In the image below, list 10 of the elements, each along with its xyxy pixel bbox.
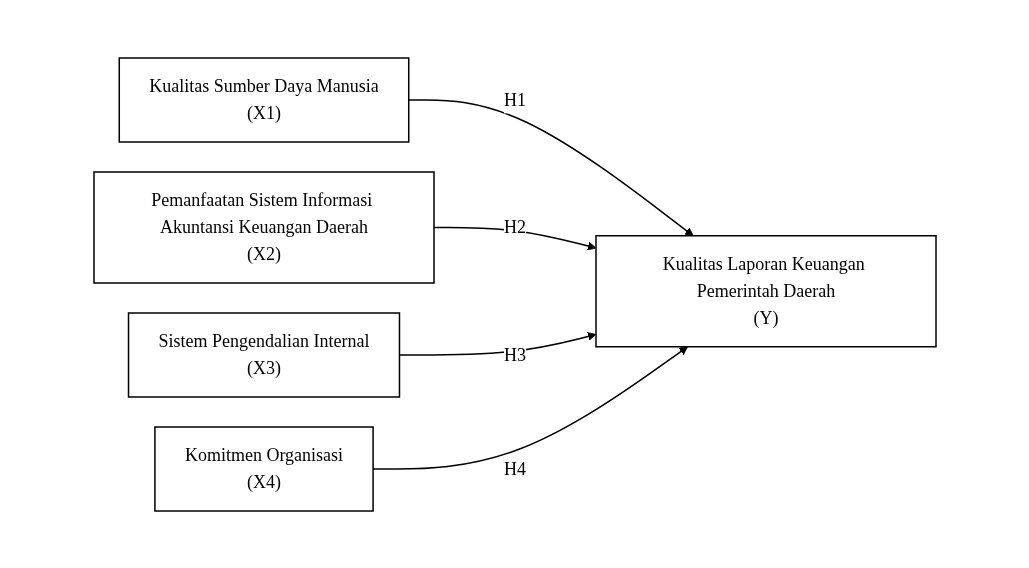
node-box: Kualitas Sumber Daya Manusia (X1) <box>118 56 409 143</box>
edge-label: H4 <box>503 458 526 478</box>
edge-label: H3 <box>503 344 526 364</box>
arrow <box>398 331 596 356</box>
edge-label: H1 <box>503 89 526 109</box>
node-box: Pemanfaatan Sistem Informasi Akuntansi Keuangan Daerah (X2) <box>92 170 435 284</box>
edge-label: H2 <box>503 216 526 237</box>
node-box: Kualitas Laporan Keuangan Pemerintah Daerah (Y) <box>594 234 937 347</box>
node-box: Sistem Pengendalian Internal (X3) <box>127 311 400 398</box>
node-box: Komitmen Organisasi (X4) <box>153 425 374 512</box>
